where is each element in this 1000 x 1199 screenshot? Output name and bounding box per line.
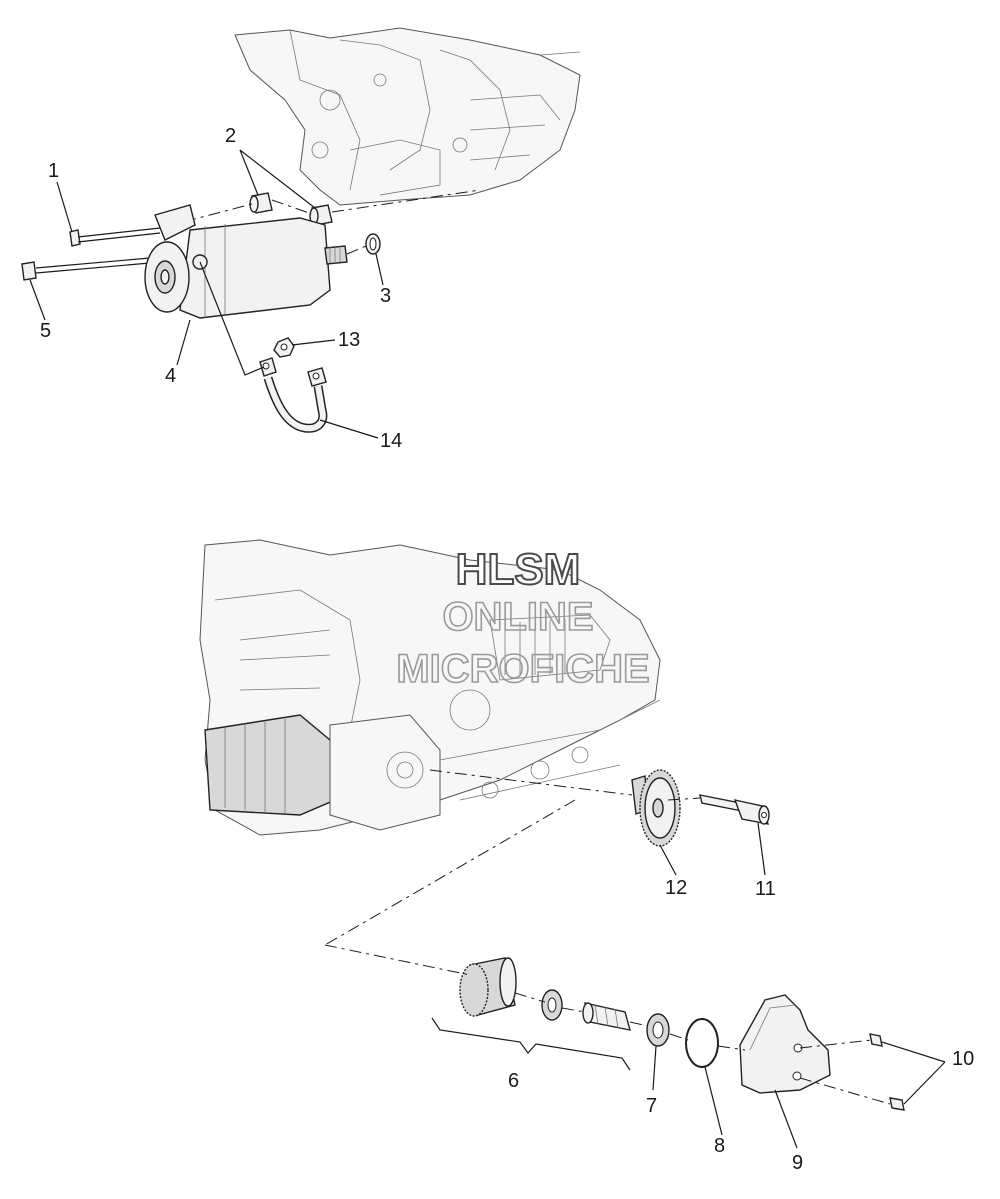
watermark-line-3: MICROFICHE bbox=[396, 647, 649, 691]
lower-engine-block bbox=[199, 539, 661, 836]
callout-11: 11 bbox=[755, 878, 776, 900]
callout-8: 8 bbox=[714, 1135, 725, 1157]
part-4-starter-motor bbox=[144, 204, 348, 319]
leader-lines bbox=[29, 149, 946, 1149]
part-5-bolt bbox=[21, 257, 151, 281]
callout-14: 14 bbox=[380, 430, 402, 452]
callout-13: 13 bbox=[338, 329, 360, 351]
watermark: HLSM ONLINE MICROFICHE bbox=[396, 544, 651, 692]
callout-9: 9 bbox=[792, 1152, 803, 1174]
part-1-bolt bbox=[69, 227, 161, 247]
part-13-nut bbox=[273, 337, 295, 358]
callout-6: 6 bbox=[508, 1070, 519, 1092]
part-3-o-ring bbox=[346, 233, 381, 255]
part-9-cover bbox=[739, 994, 831, 1094]
callout-5: 5 bbox=[40, 320, 51, 342]
part-6-clutch-assembly bbox=[459, 957, 631, 1031]
bracket-6 bbox=[431, 1017, 631, 1071]
watermark-line-2: ONLINE bbox=[442, 595, 593, 639]
callout-4: 4 bbox=[165, 365, 176, 387]
callout-12: 12 bbox=[665, 877, 687, 899]
upper-engine-block bbox=[234, 27, 581, 206]
callout-labels: 1 2 3 4 5 6 7 8 9 10 11 12 13 14 bbox=[40, 125, 974, 1174]
part-10-screws bbox=[869, 1033, 905, 1111]
callout-1: 1 bbox=[48, 160, 59, 182]
part-12-gear bbox=[631, 769, 681, 847]
part-7-bearing bbox=[646, 1013, 670, 1047]
part-8-o-ring bbox=[685, 1018, 719, 1068]
callout-7: 7 bbox=[646, 1095, 657, 1117]
part-11-shaft bbox=[699, 794, 770, 825]
part-14-cable bbox=[199, 261, 328, 433]
callout-10: 10 bbox=[952, 1048, 974, 1070]
watermark-line-1: HLSM bbox=[456, 545, 581, 594]
callout-2: 2 bbox=[225, 125, 236, 147]
callout-3: 3 bbox=[380, 285, 391, 307]
